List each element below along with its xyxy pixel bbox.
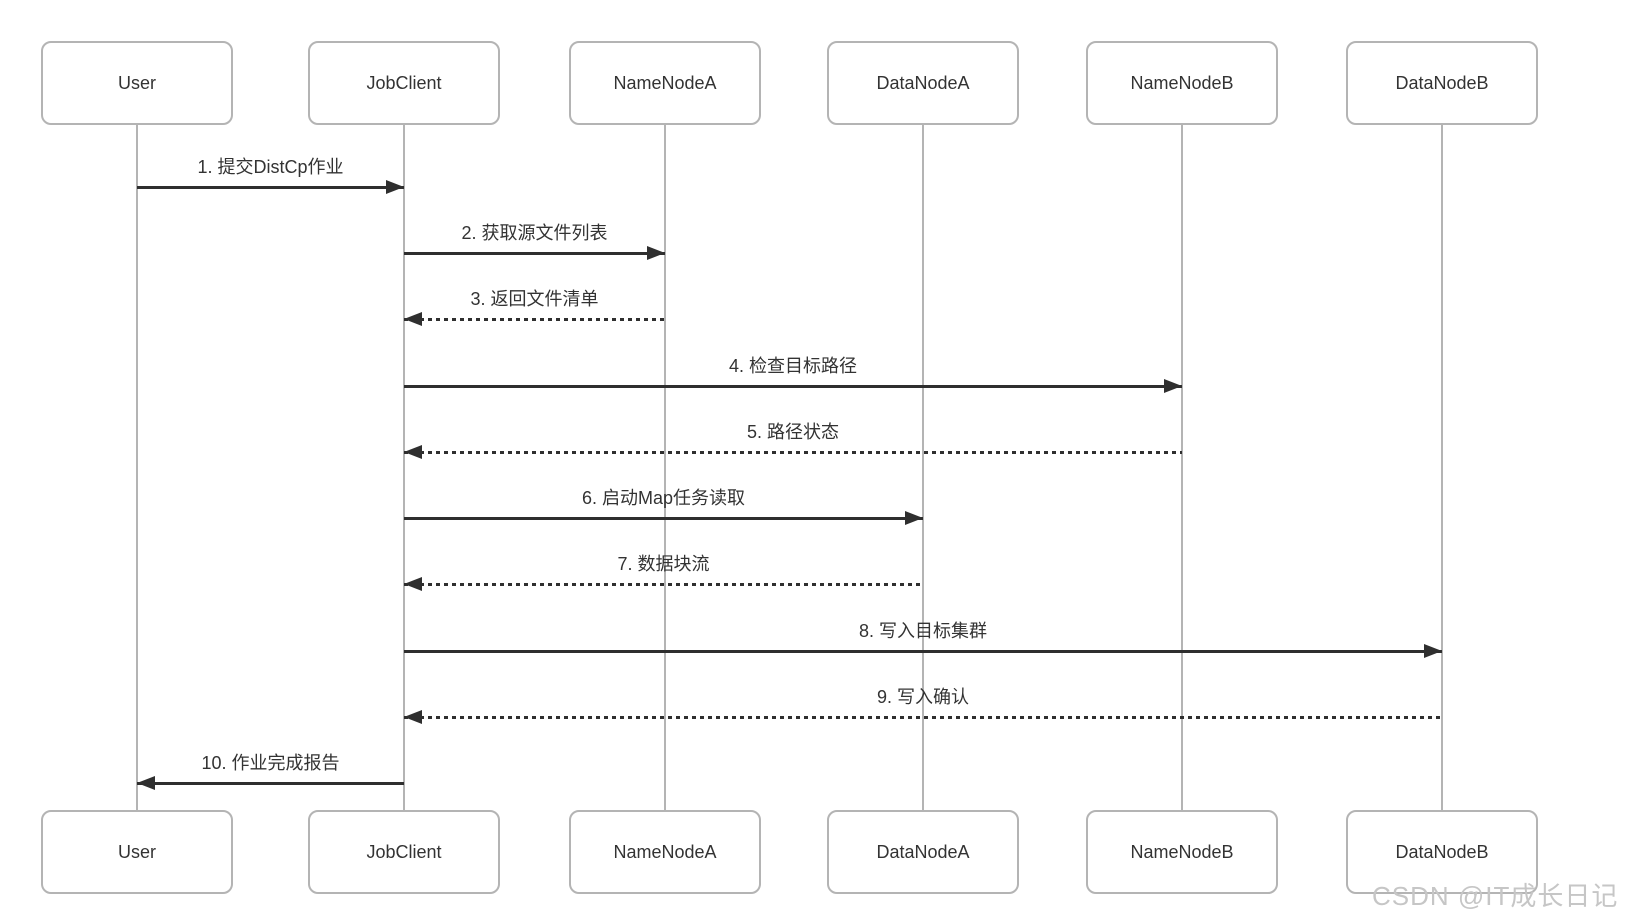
message-line-6 (404, 517, 923, 520)
message-line-3 (404, 318, 665, 321)
lifeline-namenodea (664, 125, 666, 810)
message-line-5 (404, 451, 1182, 454)
message-line-9 (404, 716, 1442, 719)
arrowhead-icon-7 (404, 577, 422, 591)
arrowhead-icon-5 (404, 445, 422, 459)
actor-box-namenodea-top: NameNodeA (569, 41, 761, 125)
actor-box-datanodea-top: DataNodeA (827, 41, 1019, 125)
actor-box-jobclient-bottom: JobClient (308, 810, 500, 894)
message-label-8: 8. 写入目标集群 (858, 621, 988, 641)
actor-box-jobclient-top: JobClient (308, 41, 500, 125)
message-line-4 (404, 385, 1182, 388)
actor-box-datanodeb-top: DataNodeB (1346, 41, 1538, 125)
lifeline-datanodeb (1441, 125, 1443, 810)
message-label-1: 1. 提交DistCp作业 (197, 157, 344, 177)
message-line-8 (404, 650, 1442, 653)
lifeline-namenodeb (1181, 125, 1183, 810)
message-label-6: 6. 启动Map任务读取 (581, 488, 746, 508)
actor-box-datanodea-bottom: DataNodeA (827, 810, 1019, 894)
arrowhead-icon-6 (905, 511, 923, 525)
message-label-3: 3. 返回文件清单 (470, 289, 599, 309)
arrowhead-icon-4 (1164, 379, 1182, 393)
message-label-2: 2. 获取源文件列表 (461, 223, 608, 243)
message-label-4: 4. 检查目标路径 (728, 356, 858, 376)
lifeline-user (136, 125, 138, 810)
message-line-1 (137, 186, 404, 189)
actor-box-namenodeb-top: NameNodeB (1086, 41, 1278, 125)
message-label-9: 9. 写入确认 (876, 687, 970, 707)
actor-box-namenodeb-bottom: NameNodeB (1086, 810, 1278, 894)
lifeline-jobclient (403, 125, 405, 810)
message-label-5: 5. 路径状态 (746, 422, 840, 442)
arrowhead-icon-3 (404, 312, 422, 326)
lifeline-datanodea (922, 125, 924, 810)
arrowhead-icon-10 (137, 776, 155, 790)
message-line-7 (404, 583, 923, 586)
actor-box-user-bottom: User (41, 810, 233, 894)
message-label-10: 10. 作业完成报告 (201, 753, 340, 773)
actor-box-datanodeb-bottom: DataNodeB (1346, 810, 1538, 894)
message-line-10 (137, 782, 404, 785)
message-label-7: 7. 数据块流 (617, 554, 710, 574)
actor-box-namenodea-bottom: NameNodeA (569, 810, 761, 894)
actor-box-user-top: User (41, 41, 233, 125)
watermark: CSDN @IT成长日记 (1372, 881, 1619, 911)
arrowhead-icon-9 (404, 710, 422, 724)
message-line-2 (404, 252, 665, 255)
arrowhead-icon-1 (386, 180, 404, 194)
arrowhead-icon-8 (1424, 644, 1442, 658)
arrowhead-icon-2 (647, 246, 665, 260)
